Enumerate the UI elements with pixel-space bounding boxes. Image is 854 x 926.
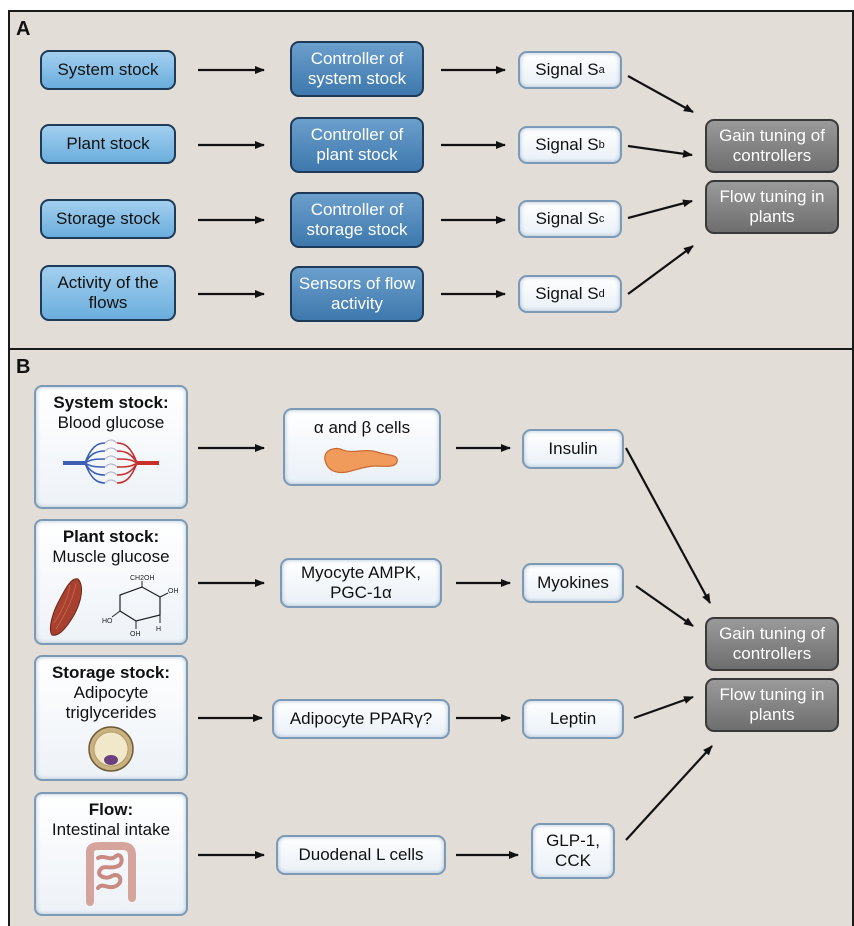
card-system-stock-subtitle: Blood glucose xyxy=(57,413,165,432)
node-sensors-flow-activity: Sensors of flow activity xyxy=(290,266,424,322)
node-plant-stock: Plant stock xyxy=(40,124,176,164)
arrow-leptin-to-outputs xyxy=(633,695,694,720)
pancreas-icon xyxy=(324,447,398,474)
card-storage-stock-subtitle: Adipocyte triglycerides xyxy=(65,683,157,722)
node-myocyte-ampk: Myocyte AMPK, PGC-1α xyxy=(280,558,442,608)
node-myokines: Myokines xyxy=(522,563,624,603)
arrow-signal-c-to-outputs xyxy=(627,199,693,220)
node-controller-plant-stock: Controller of plant stock xyxy=(290,117,424,173)
alpha-beta-cells-label: α and β cells xyxy=(313,418,411,437)
card-system-stock-title: System stock: xyxy=(53,393,169,412)
intestine-icon xyxy=(86,842,136,906)
glucose-molecule-icon: CH2OH HO OH H OH xyxy=(102,575,178,637)
card-plant-stock-subtitle: Muscle glucose xyxy=(52,547,170,566)
glucose-ho-label: HO xyxy=(102,618,113,625)
signal-a-label: Signal S xyxy=(535,60,599,79)
node-duodenal-l-cells: Duodenal L cells xyxy=(276,835,446,875)
signal-d-subscript: d xyxy=(598,288,605,300)
card-flow: Flow: Intestinal intake xyxy=(34,792,188,916)
glucose-oh-label-2: OH xyxy=(168,588,178,595)
card-storage-stock: Storage stock: Adipocyte triglycerides xyxy=(34,655,188,781)
card-flow-title: Flow: xyxy=(88,800,134,819)
signal-b-subscript: b xyxy=(598,139,605,151)
arrow-myokines-to-outputs xyxy=(635,585,694,627)
panel-b-letter: B xyxy=(16,356,31,378)
card-flow-subtitle: Intestinal intake xyxy=(51,820,171,839)
blood-vessel-icon xyxy=(63,439,159,484)
node-storage-stock: Storage stock xyxy=(40,199,176,239)
arrow-insulin-to-outputs xyxy=(625,447,711,604)
glucose-oh-label: OH xyxy=(130,631,141,637)
signal-c-subscript: c xyxy=(598,213,605,225)
signal-c-label: Signal S xyxy=(535,209,599,228)
muscle-icon xyxy=(49,578,82,636)
signal-a-subscript: a xyxy=(598,64,605,76)
panel-a-letter: A xyxy=(16,18,31,40)
node-gain-tuning-a: Gain tuning of controllers xyxy=(705,119,839,173)
node-glp1-cck: GLP-1, CCK xyxy=(531,823,615,879)
arrow-glp1-to-outputs xyxy=(625,745,713,841)
node-insulin: Insulin xyxy=(522,429,624,469)
node-activity-of-flows: Activity of the flows xyxy=(40,265,176,321)
node-leptin: Leptin xyxy=(522,699,624,739)
node-gain-tuning-b: Gain tuning of controllers xyxy=(705,617,839,671)
arrow-signal-d-to-outputs xyxy=(627,245,694,295)
node-adipocyte-ppar: Adipocyte PPARγ? xyxy=(272,699,450,739)
glucose-h-label: H xyxy=(156,626,161,633)
node-controller-storage-stock: Controller of storage stock xyxy=(290,192,424,248)
arrow-signal-a-to-outputs xyxy=(627,75,694,113)
arrow-signal-b-to-outputs xyxy=(627,144,693,158)
card-plant-stock: Plant stock: Muscle glucose CH2OH HO OH … xyxy=(34,519,188,645)
adipocyte-icon xyxy=(88,726,134,772)
signal-b-label: Signal S xyxy=(535,135,599,154)
node-system-stock: System stock xyxy=(40,50,176,90)
node-flow-tuning-a: Flow tuning in plants xyxy=(705,180,839,234)
node-flow-tuning-b: Flow tuning in plants xyxy=(705,678,839,732)
card-storage-stock-title: Storage stock: xyxy=(51,663,171,682)
glucose-ch2oh-label: CH2OH xyxy=(130,575,155,582)
card-plant-stock-title: Plant stock: xyxy=(62,527,160,546)
node-alpha-beta-cells: α and β cells xyxy=(283,408,441,486)
signal-d-label: Signal S xyxy=(535,284,599,303)
card-system-stock: System stock: Blood glucose xyxy=(34,385,188,509)
node-controller-system-stock: Controller of system stock xyxy=(290,41,424,97)
